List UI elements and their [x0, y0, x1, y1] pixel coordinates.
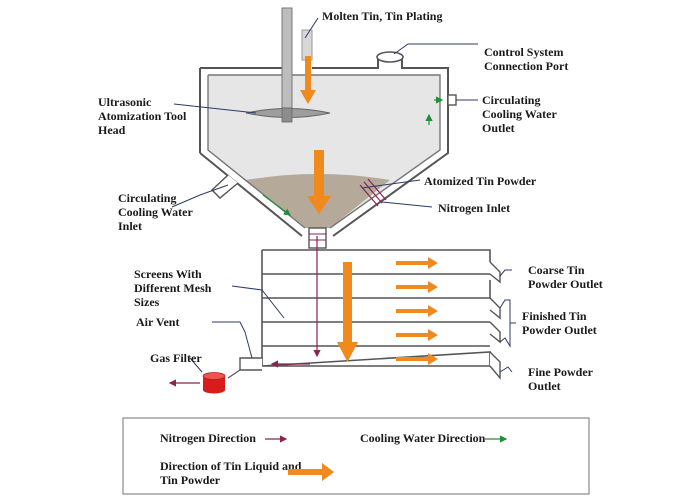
label-screens-3: Sizes — [134, 295, 160, 309]
sieve-box — [239, 249, 501, 380]
tin-flow — [300, 56, 438, 365]
air-vent-pipe — [239, 357, 262, 371]
legend-tin-arrow — [288, 463, 334, 481]
atomized-fall-arrow — [307, 150, 331, 214]
label-fine-2: Outlet — [528, 379, 561, 393]
label-coarse-1: Coarse Tin — [528, 263, 585, 277]
fine-flow-arrow — [396, 353, 438, 365]
coarse-flow-arrow — [396, 257, 438, 269]
ultrasonic-tool-head — [245, 107, 331, 123]
cooling-water-outlet-nozzle — [447, 94, 457, 106]
label-air-vent: Air Vent — [136, 315, 179, 329]
cooling-water-flow — [262, 96, 444, 216]
finished-outlet-2 — [489, 321, 501, 344]
label-cw-inlet-2: Cooling Water — [118, 205, 193, 219]
label-screens-2: Different Mesh — [134, 281, 212, 295]
label-tool-head-3: Head — [98, 123, 126, 137]
legend-nitrogen-label: Nitrogen Direction — [160, 431, 256, 445]
finished-flow-arrow-3 — [396, 329, 438, 341]
legend-cooling-label: Cooling Water Direction — [360, 431, 486, 445]
legend: Nitrogen Direction Cooling Water Directi… — [122, 417, 590, 495]
label-cw-outlet-1: Circulating — [482, 93, 540, 107]
label-screens-1: Screens With — [134, 267, 202, 281]
gas-filter — [202, 369, 241, 394]
legend-tin-label-1: Direction of Tin Liquid and — [160, 459, 302, 473]
nitrogen-inlet-nozzle — [359, 178, 387, 207]
label-fine-1: Fine Powder — [528, 365, 594, 379]
finished-flow-arrow-1 — [396, 281, 438, 293]
control-port — [376, 51, 404, 63]
molten-tin-arrow — [300, 56, 316, 104]
label-coarse-2: Powder Outlet — [528, 277, 603, 291]
leader-lines — [171, 17, 516, 373]
label-cw-inlet-3: Inlet — [118, 219, 142, 233]
labels: Molten Tin, Tin Plating Control System C… — [98, 9, 603, 393]
atomization-chamber — [199, 51, 457, 237]
nitrogen-flow — [168, 236, 321, 387]
label-molten-tin: Molten Tin, Tin Plating — [322, 9, 442, 23]
finished-flow-arrow-2 — [396, 305, 438, 317]
legend-tin-label-2: Tin Powder — [160, 473, 221, 487]
label-atomized-powder: Atomized Tin Powder — [424, 174, 537, 188]
sieve-fall-arrow — [337, 262, 358, 362]
label-control-port-1: Control System — [484, 45, 563, 59]
label-cw-inlet-1: Circulating — [118, 191, 176, 205]
label-control-port-2: Connection Port — [484, 59, 568, 73]
fine-outlet — [489, 351, 501, 380]
label-tool-head-2: Atomization Tool — [98, 109, 187, 123]
label-gas-filter: Gas Filter — [150, 351, 202, 365]
label-cw-outlet-3: Outlet — [482, 121, 515, 135]
label-nitrogen-inlet: Nitrogen Inlet — [438, 201, 510, 215]
label-tool-head-1: Ultrasonic — [98, 95, 152, 109]
label-cw-outlet-2: Cooling Water — [482, 107, 557, 121]
finished-outlet-1 — [489, 297, 501, 320]
legend-box — [122, 417, 590, 495]
label-finished-2: Powder Outlet — [522, 323, 597, 337]
label-finished-1: Finished Tin — [522, 309, 587, 323]
coarse-outlet — [489, 261, 501, 284]
